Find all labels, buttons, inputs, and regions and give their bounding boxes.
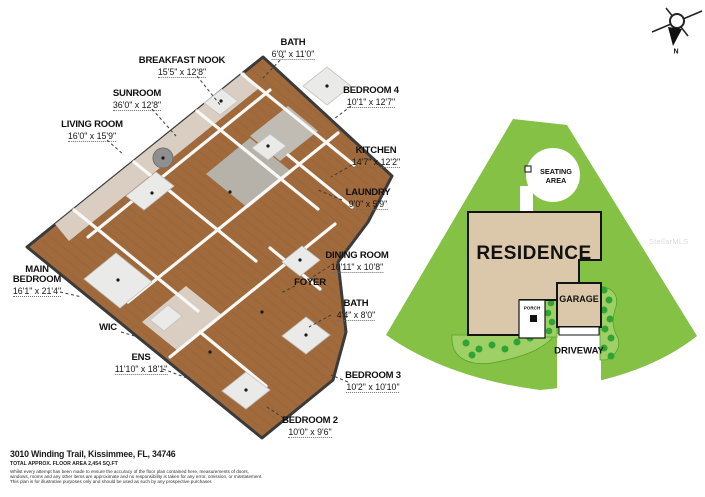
- north-arrow: [668, 27, 682, 46]
- room-label-ens: ENS 11'10" x 18'1": [114, 352, 168, 375]
- room-dims: 16'0" x 15'9": [67, 131, 117, 142]
- seating-path: [520, 186, 533, 213]
- garage-door: [558, 326, 600, 336]
- porch-marker: [530, 315, 537, 322]
- room-dims: 36'0" x 12'8": [112, 100, 162, 111]
- room-label-bedroom-4: BEDROOM 4 10'1" x 12'7": [343, 86, 399, 108]
- room-name: LAUNDRY: [345, 187, 391, 198]
- footer: 3010 Winding Trail, Kissimmee, FL, 34746…: [10, 449, 263, 484]
- disclaimer-line: This plan is for illustrative purposes o…: [10, 479, 213, 485]
- room-label-bedroom-2: BEDROOM 2 10'0" x 9'6": [282, 416, 338, 438]
- room-dims: 15'5" x 12'8": [157, 67, 207, 78]
- seating-area-circle: [526, 148, 580, 202]
- room-dims: 14'7" x 12'2": [351, 157, 401, 168]
- room-name: ENS: [131, 352, 151, 363]
- room-dims: 9'0" x 5'9": [348, 199, 388, 210]
- room-name: LIVING ROOM: [61, 119, 123, 130]
- room-name: SUNROOM: [112, 88, 162, 99]
- disclaimer-line: Whilst every attempt has been made to en…: [10, 469, 250, 474]
- room-dims: 11'10" x 18'1": [114, 364, 168, 375]
- room-label-dining-room: DINING ROOM 10'11" x 10'8": [325, 250, 389, 273]
- residence-label: RESIDENCE: [476, 243, 592, 264]
- compass-icon: [651, 7, 703, 46]
- room-dims: 10'11" x 10'8": [330, 262, 384, 273]
- room-name: BATH: [280, 37, 306, 48]
- floor-plan-render: [25, 55, 394, 440]
- seating-area-label: SEATING AREA: [540, 167, 572, 185]
- watermark: StellarMLS: [649, 237, 689, 246]
- compass-north-label: N: [673, 48, 679, 56]
- room-label-breakfast-nook: BREAKFAST NOOK 15'5" x 12'8": [139, 56, 225, 78]
- room-name: WIC: [99, 322, 117, 333]
- room-name: BATH: [343, 298, 369, 309]
- sofa: [125, 171, 175, 211]
- ensuite-tub: [149, 304, 183, 332]
- ensuite-tile-floor: [142, 286, 222, 351]
- room-dims: 10'1" x 12'7": [346, 97, 396, 108]
- room-label-main-bedroom: MAIN BEDROOM 16'1" x 21'4": [7, 265, 67, 297]
- room-dims: 4'4" x 8'0": [336, 310, 376, 321]
- room-name: FOYER: [294, 277, 326, 288]
- porch-label: PORCH: [523, 305, 541, 311]
- disclaimer: Whilst every attempt has been made to en…: [10, 469, 263, 484]
- room-dims: 10'0" x 9'6": [288, 427, 332, 438]
- room-label-foyer: FOYER: [294, 278, 326, 288]
- room-name: BEDROOM 4: [343, 85, 399, 96]
- property-address: 3010 Winding Trail, Kissimmee, FL, 34746: [10, 449, 176, 459]
- room-label-sunroom: SUNROOM 36'0" x 12'8": [112, 88, 162, 111]
- total-floor-area: TOTAL APPROX. FLOOR AREA 2,454 SQ.FT: [10, 461, 118, 467]
- light-dots: [116, 84, 329, 392]
- seating-table-icon: [524, 165, 532, 173]
- garage-footprint: [556, 282, 602, 328]
- garage-label: GARAGE: [559, 294, 599, 304]
- room-label-bath-top: BATH 6'0" x 11'0": [271, 37, 315, 60]
- site-plan-render: [386, 119, 697, 393]
- room-label-kitchen: KITCHEN 14'7" x 12'2": [351, 145, 401, 168]
- room-label-bedroom-3: BEDROOM 3 10'2" x 10'10": [345, 371, 401, 393]
- room-dims: 6'0" x 11'0": [271, 49, 315, 60]
- room-label-wic: WIC: [99, 323, 117, 333]
- room-dims: 10'2" x 10'10": [346, 382, 400, 393]
- room-label-living-room: LIVING ROOM 16'0" x 15'9": [61, 120, 123, 142]
- room-name: KITCHEN: [355, 145, 397, 156]
- room-name: MAIN BEDROOM: [12, 264, 62, 285]
- room-name: BREAKFAST NOOK: [138, 55, 226, 66]
- room-name: DINING ROOM: [325, 250, 389, 261]
- shrubs: [462, 286, 615, 360]
- room-label-laundry: LAUNDRY 9'0" x 5'9": [346, 188, 391, 210]
- disclaimer-line: windows, rooms and any other items are a…: [10, 474, 263, 480]
- room-name: BEDROOM 3: [345, 370, 401, 381]
- room-name: BEDROOM 2: [282, 415, 338, 426]
- driveway-label: DRIVEWAY: [554, 345, 604, 357]
- room-dims: 16'1" x 21'4": [12, 286, 62, 297]
- label-leader-lines: [59, 55, 353, 422]
- driveway-area: [557, 334, 601, 393]
- room-label-bath-lower: BATH 4'4" x 8'0": [336, 298, 376, 321]
